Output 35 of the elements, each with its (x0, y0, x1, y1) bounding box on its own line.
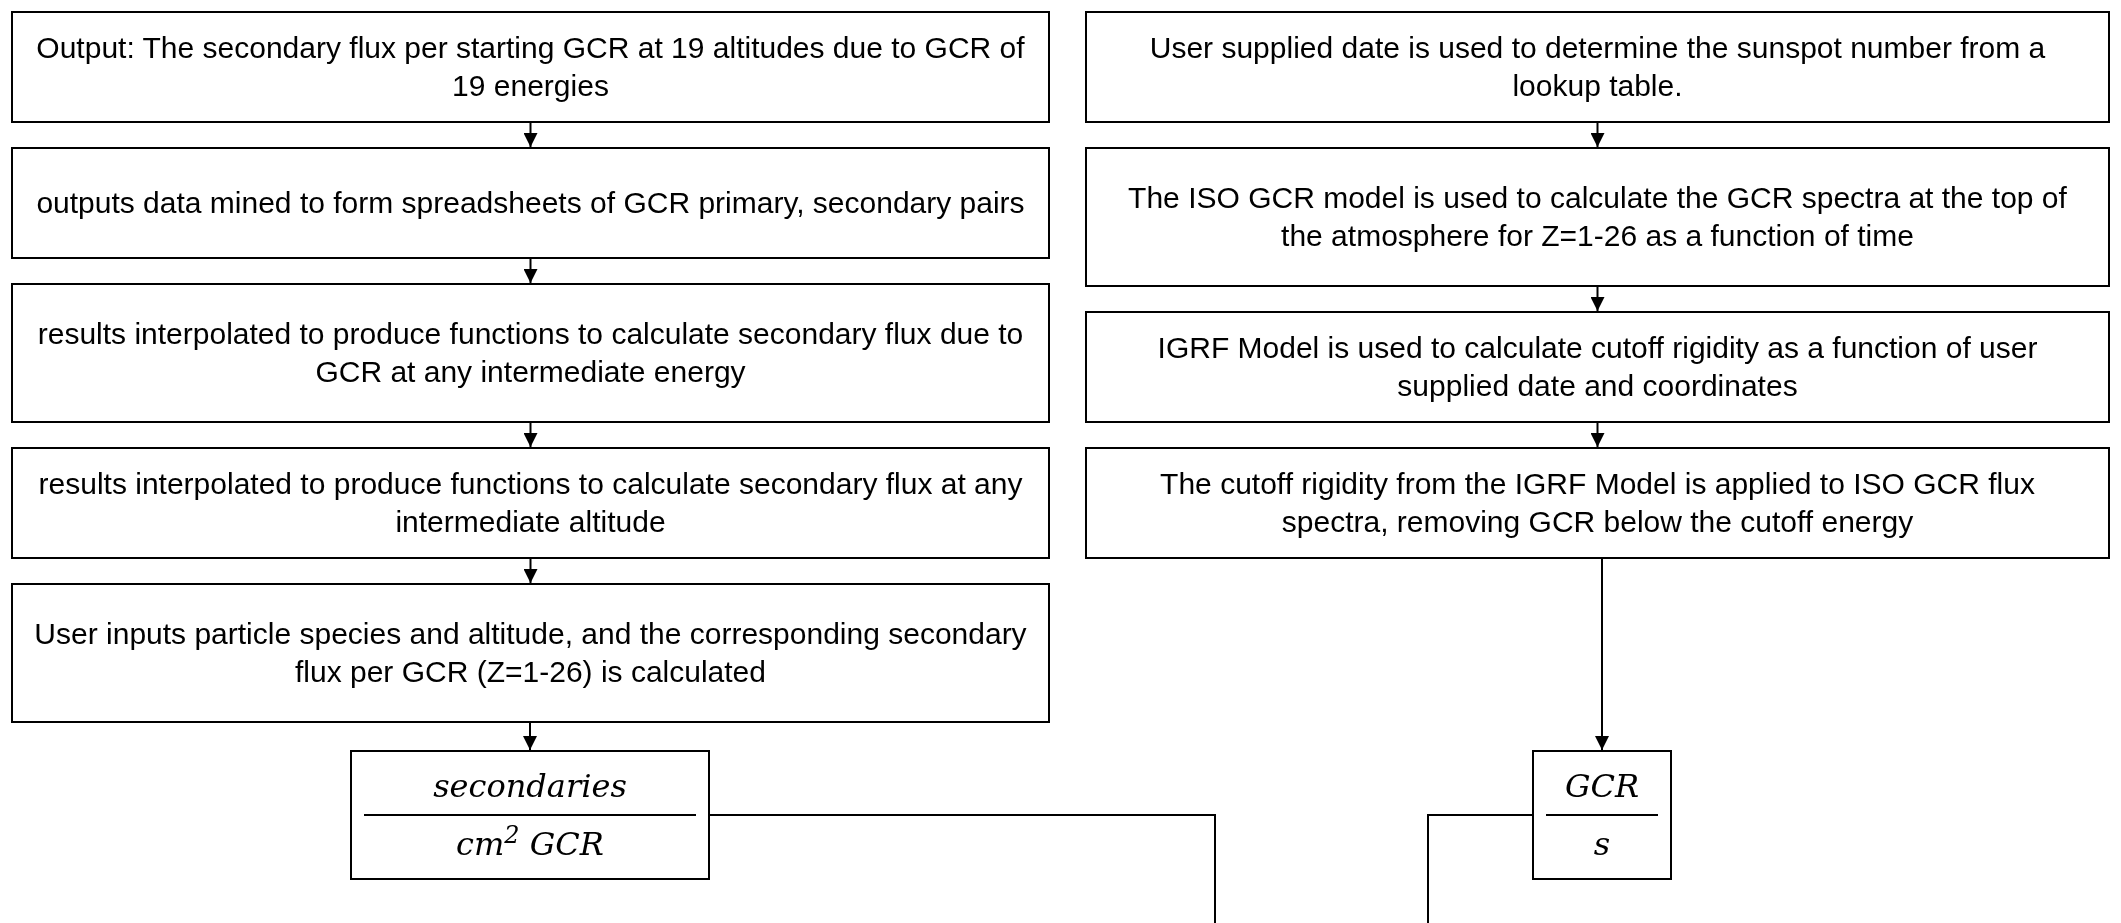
process-box (1085, 147, 2110, 287)
box-text: The cutoff rigidity from the IGRF Model is applied to ISO GCR flux spectra, removing GCR below the cutoff energy (1159, 466, 2036, 540)
box-text: User inputs particle species and altitude, and the corresponding secondary flux per GCR (Z=1-26) is calculated (33, 616, 1028, 690)
fraction-numerator: secondaries (433, 766, 627, 807)
box-text: Output: The secondary flux per starting GCR at 19 altitudes due to GCR of 19 energies (35, 30, 1026, 104)
process-box (11, 147, 1050, 259)
arrow (523, 722, 537, 751)
fraction-denominator: s (1593, 825, 1611, 863)
process-box (1085, 311, 2110, 423)
arrow (1590, 122, 1605, 148)
arrow (523, 422, 538, 448)
arrow (1595, 558, 1609, 751)
connector-line (1427, 814, 1533, 923)
process-box (1085, 11, 2110, 123)
arrow (523, 122, 538, 148)
box-text: IGRF Model is used to calculate cutoff rigidity as a function of user supplied date and coordinates (1156, 330, 2039, 404)
arrow (523, 558, 538, 584)
process-box (11, 447, 1050, 559)
box-text: outputs data mined to form spreadsheets of GCR primary, secondary pairs (36, 185, 1025, 221)
fraction-box (1532, 750, 1672, 880)
process-box (1085, 447, 2110, 559)
process-box (11, 11, 1050, 123)
fraction-numerator: GCR (1564, 766, 1640, 807)
box-text: results interpolated to produce functions to calculate secondary flux at any intermediate altitude (37, 466, 1024, 540)
arrow (1590, 422, 1605, 448)
box-text: The ISO GCR model is used to calculate the GCR spectra at the top of the atmosphere for Z=1-26 as a function of time (1127, 180, 2068, 254)
arrow (1590, 286, 1605, 312)
fraction-denominator: cm$^{2}$ GCR (456, 825, 604, 863)
process-box (11, 583, 1050, 723)
box-text: results interpolated to produce functions to calculate secondary flux due to GCR at any intermediate energy (36, 316, 1025, 390)
process-box (11, 283, 1050, 423)
box-text: User supplied date is used to determine the sunspot number from a lookup table. (1148, 30, 2047, 104)
connector-line (709, 814, 1216, 923)
fraction-box (350, 750, 710, 880)
arrow (523, 258, 538, 284)
